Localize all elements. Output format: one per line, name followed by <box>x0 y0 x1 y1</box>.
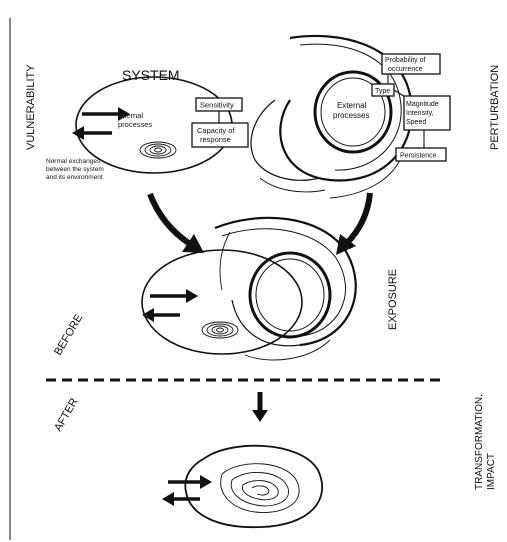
internal-processes-label: Internal processes <box>118 111 152 129</box>
exposure-swirl <box>214 216 357 361</box>
capacity-of-response-box <box>191 122 249 148</box>
external-processes-label: External processes <box>333 101 369 120</box>
system-ellipse-before <box>141 249 303 355</box>
capacity-of-response-label: Capacity of response <box>197 126 237 144</box>
transformed-inner-rings <box>220 463 300 514</box>
spiral-icon-before <box>201 321 239 339</box>
spiral-icon <box>139 141 177 159</box>
exposure-label: EXPOSURE <box>387 269 399 330</box>
two-way-arrow-icon-before <box>142 289 198 322</box>
down-arrow-icon <box>252 392 268 422</box>
transformation-label: TRANSFORMATION, IMPACT <box>474 391 497 490</box>
transformed-system-shape <box>184 444 324 529</box>
sensitivity-label: Sensitivity <box>200 101 234 110</box>
two-way-arrow-icon <box>72 107 130 140</box>
type-label: Type <box>375 88 390 95</box>
normal-exchanges-label: Normal exchanges between the system and … <box>46 158 106 181</box>
after-label: AFTER <box>52 396 80 433</box>
external-processes-ellipse <box>313 70 393 154</box>
persistence-label: Persistence <box>400 153 437 160</box>
vulnerability-label: VULNERABILITY <box>25 64 37 150</box>
system-title: SYSTEM <box>122 67 180 83</box>
before-label: BEFORE <box>52 312 85 357</box>
persistence-box <box>395 147 447 162</box>
two-way-arrow-icon-after <box>162 475 212 506</box>
external-processes-ellipse-before <box>248 251 332 339</box>
perturbation-label: PERTURBATION <box>489 65 501 150</box>
probability-label: Probability of occurrence <box>385 57 427 73</box>
curved-arrow-icon <box>147 192 204 253</box>
curved-arrow-icon-right <box>336 192 373 255</box>
magnitude-label: Magnitude Intensity, Speed <box>406 101 441 126</box>
magnitude-box <box>403 95 451 131</box>
probability-box <box>381 53 441 75</box>
